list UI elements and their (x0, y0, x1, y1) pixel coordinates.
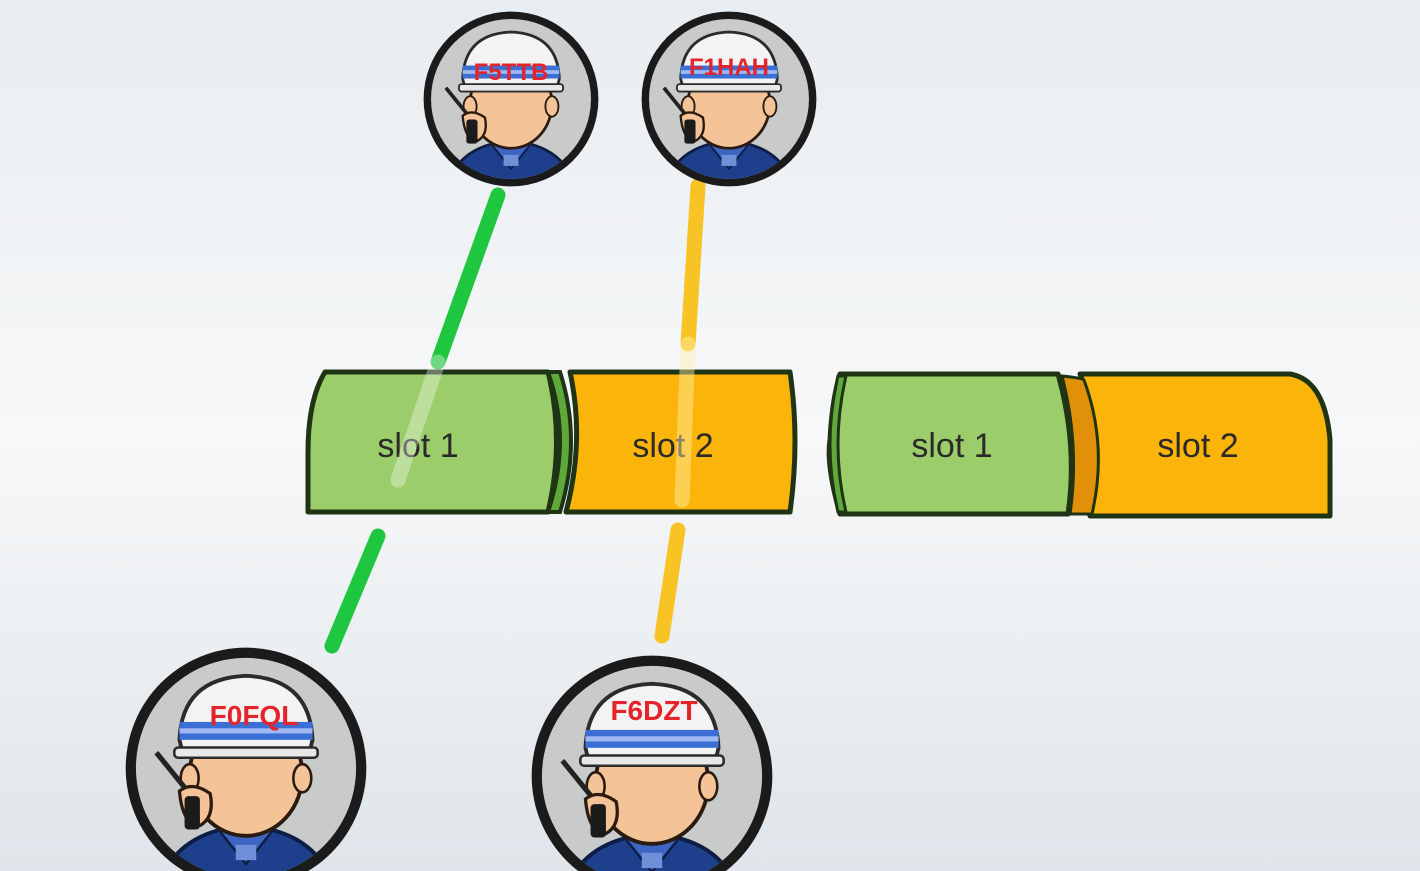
frame1-slot2-label: slot 2 (632, 427, 713, 465)
frame1-slot1-label: slot 1 (377, 427, 458, 465)
callsign-f1hah: F1HAH (689, 54, 769, 81)
link-f0fql-slot1 (324, 528, 386, 654)
frame2-slot2-label: slot 2 (1157, 427, 1238, 465)
operator-f0fql: F0FQL (126, 648, 367, 871)
operator-f6dzt: F6DZT (532, 656, 773, 871)
link-f1hah-slot2 (680, 178, 706, 352)
link-f5ttb-slot1 (430, 187, 506, 370)
callsign-f0fql: F0FQL (210, 700, 299, 731)
frame1-slot2-block (563, 369, 798, 515)
link-f6dzt-slot2 (654, 522, 686, 644)
frame2-slot1-label: slot 1 (911, 427, 992, 465)
frame-2: slot 1 slot 2 (826, 371, 1333, 519)
operator-f1hah: F1HAH (642, 12, 817, 192)
callsign-f5ttb: F5TTB (474, 59, 549, 86)
operator-f5ttb: F5TTB (424, 12, 599, 192)
frame-1: slot 1 slot 2 (305, 369, 798, 515)
callsign-f6dzt: F6DZT (610, 695, 697, 726)
